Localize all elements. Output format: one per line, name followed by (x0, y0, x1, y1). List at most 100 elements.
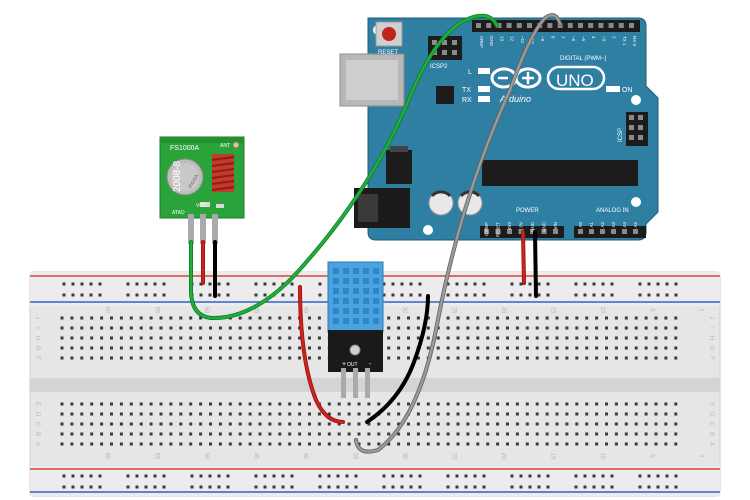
led-on-label: ON (622, 87, 633, 94)
breadboard-hole (496, 442, 500, 446)
breadboard-hole (446, 402, 450, 406)
breadboard-hole (426, 422, 430, 426)
breadboard-hole (268, 402, 272, 406)
breadboard-hole (506, 336, 509, 340)
breadboard-hole (60, 346, 64, 350)
breadboard-hole (337, 432, 341, 436)
breadboard-hole (169, 346, 173, 350)
rail-hole (409, 293, 413, 297)
breadboard-hole (189, 336, 193, 340)
breadboard-hole (317, 432, 321, 436)
breadboard-hole (535, 356, 539, 360)
rail-hole (126, 293, 130, 297)
breadboard-hole (60, 336, 64, 340)
breadboard-hole (189, 422, 193, 426)
breadboard-hole (317, 356, 321, 360)
breadboard-hole (80, 326, 84, 330)
breadboard-hole (397, 346, 401, 350)
rail-hole (162, 474, 166, 478)
breadboard-hole (654, 442, 658, 446)
breadboard-hole (664, 356, 668, 360)
rail-hole (217, 282, 221, 286)
breadboard-hole (476, 402, 480, 406)
breadboard-hole (149, 442, 153, 446)
breadboard-hole (159, 356, 163, 360)
sensor-grille-slot (353, 298, 359, 304)
breadboard-hole (100, 356, 104, 360)
rail-hole (281, 474, 285, 478)
breadboard-hole (614, 326, 618, 330)
header-pin (633, 229, 638, 234)
rail-hole (665, 474, 669, 478)
breadboard-hole (605, 402, 608, 406)
breadboard-hole (436, 422, 440, 426)
header-pin (629, 125, 634, 130)
breadboard-hole (327, 412, 331, 416)
rail-hole (199, 293, 203, 297)
breadboard-hole (248, 422, 252, 426)
breadboard-hole (506, 326, 509, 330)
breadboard-hole (436, 356, 440, 360)
breadboard-hole (90, 316, 94, 320)
breadboard-hole (634, 402, 638, 406)
breadboard-hole (397, 402, 401, 406)
breadboard-hole (446, 346, 450, 350)
breadboard-hole (100, 432, 104, 436)
breadboard-hole (674, 346, 678, 350)
breadboard-hole (139, 412, 143, 416)
analog-label: ANALOG IN (596, 208, 629, 214)
breadboard-hole (139, 432, 143, 436)
breadboard-hole (515, 326, 519, 330)
breadboard-hole (327, 402, 331, 406)
digital-pin-label: 4 (591, 36, 596, 39)
rail-hole (263, 485, 267, 489)
breadboard-hole (575, 412, 579, 416)
breadboard-hole (110, 316, 113, 320)
breadboard-hole (397, 316, 401, 320)
breadboard-hole (515, 356, 519, 360)
digital-pin-label: 12 (510, 36, 515, 42)
breadboard-hole (466, 412, 470, 416)
breadboard-hole (90, 356, 94, 360)
breadboard-hole (129, 336, 133, 340)
breadboard-hole (565, 422, 569, 426)
breadboard-hole (268, 356, 272, 360)
breadboard-hole (515, 432, 519, 436)
breadboard-hole (476, 316, 480, 320)
breadboard-hole (426, 432, 430, 436)
breadboard-hole (248, 412, 252, 416)
reset-button-cap[interactable] (382, 27, 396, 41)
rail-hole (464, 474, 468, 478)
rail-hole (382, 282, 386, 286)
breadboard-hole (110, 422, 113, 426)
rail-hole (144, 485, 148, 489)
breadboard-hole (674, 422, 678, 426)
breadboard-hole (476, 442, 480, 446)
rail-hole (638, 293, 642, 297)
breadboard-hole (258, 422, 262, 426)
rail-hole (71, 293, 75, 297)
breadboard-hole (139, 346, 143, 350)
rail-hole (208, 485, 212, 489)
breadboard-hole (258, 412, 262, 416)
breadboard-hole (248, 326, 252, 330)
rail-hole (217, 485, 221, 489)
rail-hole (290, 293, 294, 297)
breadboard-hole (317, 326, 321, 330)
breadboard-hole (397, 356, 401, 360)
column-number: 45 (253, 453, 259, 460)
breadboard-hole (209, 356, 212, 360)
breadboard-hole (525, 316, 529, 320)
green-wire-data-core (189, 14, 499, 320)
breadboard-hole (575, 442, 579, 446)
rail-hole (528, 293, 532, 297)
rail-hole (89, 474, 93, 478)
power-pin-label: GND (542, 221, 547, 232)
breadboard-hole (555, 422, 559, 426)
breadboard-hole (446, 432, 450, 436)
breadboard-hole (624, 442, 628, 446)
breadboard-hole (496, 326, 500, 330)
breadboard-hole (595, 442, 599, 446)
